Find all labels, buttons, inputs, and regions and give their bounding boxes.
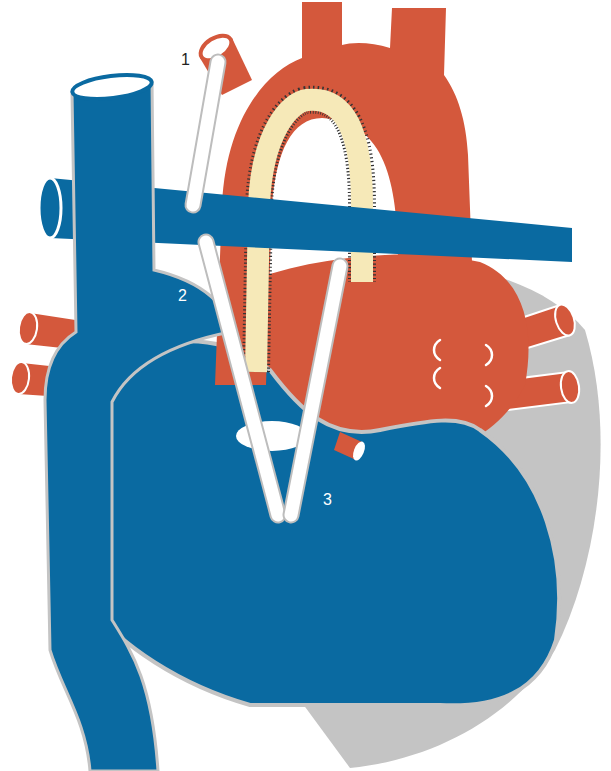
grafts [193, 62, 340, 515]
right-ventricle [90, 341, 559, 705]
small-vessel-end [351, 440, 368, 462]
svc-end [71, 71, 153, 103]
callout-number: 3 [323, 492, 332, 508]
pulmonary-artery-end [39, 178, 61, 238]
callout-number: 1 [181, 52, 190, 68]
vein-orifices [434, 340, 492, 406]
callout-number: 2 [178, 288, 187, 304]
aorta [215, 2, 472, 385]
